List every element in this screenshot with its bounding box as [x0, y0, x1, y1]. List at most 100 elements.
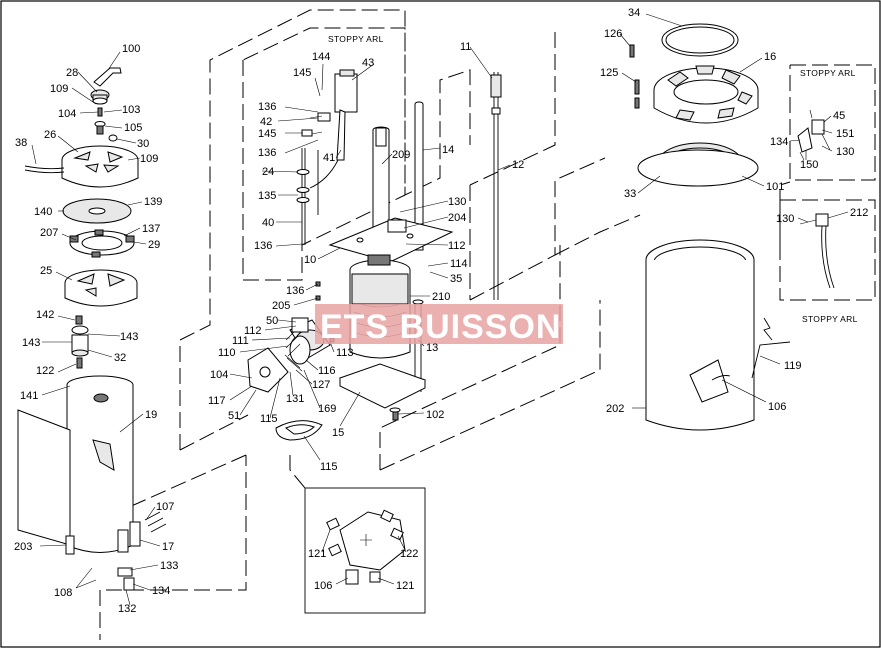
callout-label: 109	[140, 153, 158, 165]
stoppy-label: STOPPY ARL	[800, 68, 856, 78]
callout-label: 140	[34, 206, 52, 218]
callout-label: 45	[833, 110, 845, 122]
callout-label: 126	[604, 28, 622, 40]
central-assembly	[247, 69, 502, 441]
callout-label: 15	[332, 427, 344, 439]
callout-label: 111	[232, 335, 249, 347]
callout-label: 110	[218, 347, 236, 359]
callout-label: 143	[22, 337, 40, 349]
left-assembly	[17, 67, 167, 591]
callout-label: 212	[850, 207, 868, 219]
callout-label: 169	[318, 403, 336, 415]
callout-label: 122	[400, 548, 418, 560]
callout-label: 51	[228, 410, 240, 422]
callout-label: 127	[312, 379, 330, 391]
callout-label: 139	[144, 196, 162, 208]
callout-label: 131	[286, 393, 304, 405]
callout-label: 133	[160, 560, 178, 572]
stoppy-labels: STOPPY ARL STOPPY ARL STOPPY ARL	[328, 34, 858, 324]
callout-label: 50	[266, 315, 278, 327]
callout-label: 40	[262, 217, 274, 229]
leader-lines	[31, 13, 849, 606]
stoppy-label: STOPPY ARL	[328, 34, 384, 44]
callout-label: 33	[624, 188, 636, 200]
stoppy-label: STOPPY ARL	[802, 314, 858, 324]
callout-label: 137	[142, 223, 160, 235]
callout-label: 203	[14, 541, 32, 553]
callout-label: 17	[162, 541, 174, 553]
callout-label: 104	[210, 369, 228, 381]
callout-label: 145	[293, 67, 311, 79]
callout-label: 102	[426, 409, 444, 421]
callout-label: 109	[50, 83, 68, 95]
callout-label: 34	[628, 7, 640, 19]
callout-label: 108	[54, 587, 72, 599]
callout-label: 16	[764, 51, 776, 63]
callout-label: 29	[148, 239, 160, 251]
callout-label: 141	[20, 390, 38, 402]
callout-label: 35	[450, 273, 462, 285]
callout-label: 143	[120, 331, 138, 343]
callout-label: 103	[122, 104, 140, 116]
callout-label: 130	[776, 213, 794, 225]
callout-label: 24	[262, 166, 274, 178]
callout-label: 130	[448, 196, 466, 208]
callout-label: 205	[272, 300, 290, 312]
callout-label: 112	[244, 325, 262, 337]
callout-label: 209	[392, 149, 410, 161]
callout-label: 134	[770, 136, 788, 148]
callout-label: 25	[40, 265, 52, 277]
callout-label: 151	[836, 128, 854, 140]
callout-label: 210	[432, 291, 450, 303]
callout-label: 38	[15, 137, 27, 149]
callout-label: 145	[258, 128, 276, 140]
callout-label: 150	[800, 159, 818, 171]
callout-label: 136	[254, 240, 272, 252]
callout-label: 122	[36, 365, 54, 377]
callout-label: 43	[362, 57, 374, 69]
right-assembly	[629, 23, 835, 431]
callout-label: 136	[286, 285, 304, 297]
callout-label: 135	[258, 190, 276, 202]
callout-label: 112	[448, 240, 466, 252]
callout-label: 106	[768, 401, 786, 413]
callout-label: 130	[836, 146, 854, 158]
callout-label: 113	[336, 347, 354, 359]
callout-label: 142	[36, 309, 54, 321]
callout-label: 105	[124, 122, 142, 134]
callout-label: 101	[766, 181, 784, 193]
callout-label: 104	[58, 108, 76, 120]
callout-label: 144	[312, 51, 330, 63]
callout-label: 116	[318, 365, 336, 377]
callout-label: 115	[320, 461, 338, 473]
callout-label: 136	[258, 101, 276, 113]
callout-label: 41	[323, 152, 335, 164]
callout-label: 30	[137, 138, 149, 150]
callout-label: 100	[122, 43, 140, 55]
watermark-text: ETS BUISSON	[320, 308, 561, 346]
callout-label: 202	[606, 403, 624, 415]
callout-label: 125	[600, 67, 618, 79]
callout-label: 119	[784, 360, 802, 372]
callout-label: 28	[66, 67, 78, 79]
callout-label: 42	[260, 116, 272, 128]
callout-labels: 100 28 109 104 103 105 30 26 38 109 139 …	[14, 7, 868, 615]
callout-label: 13	[426, 342, 438, 354]
callout-label: 115	[260, 413, 278, 425]
callout-label: 26	[44, 129, 56, 141]
callout-label: 32	[114, 352, 126, 364]
callout-label: 136	[258, 147, 276, 159]
callout-label: 132	[118, 603, 136, 615]
callout-label: 19	[145, 409, 157, 421]
callout-label: 134	[152, 585, 170, 597]
callout-label: 14	[442, 144, 454, 156]
watermark: ETS BUISSON	[315, 304, 563, 346]
assembly-outlines	[99, 9, 876, 640]
callout-label: 107	[156, 501, 174, 513]
callout-label: 12	[512, 159, 524, 171]
callout-label: 11	[460, 41, 471, 53]
callout-label: 114	[450, 258, 468, 270]
callout-label: 117	[208, 395, 226, 407]
